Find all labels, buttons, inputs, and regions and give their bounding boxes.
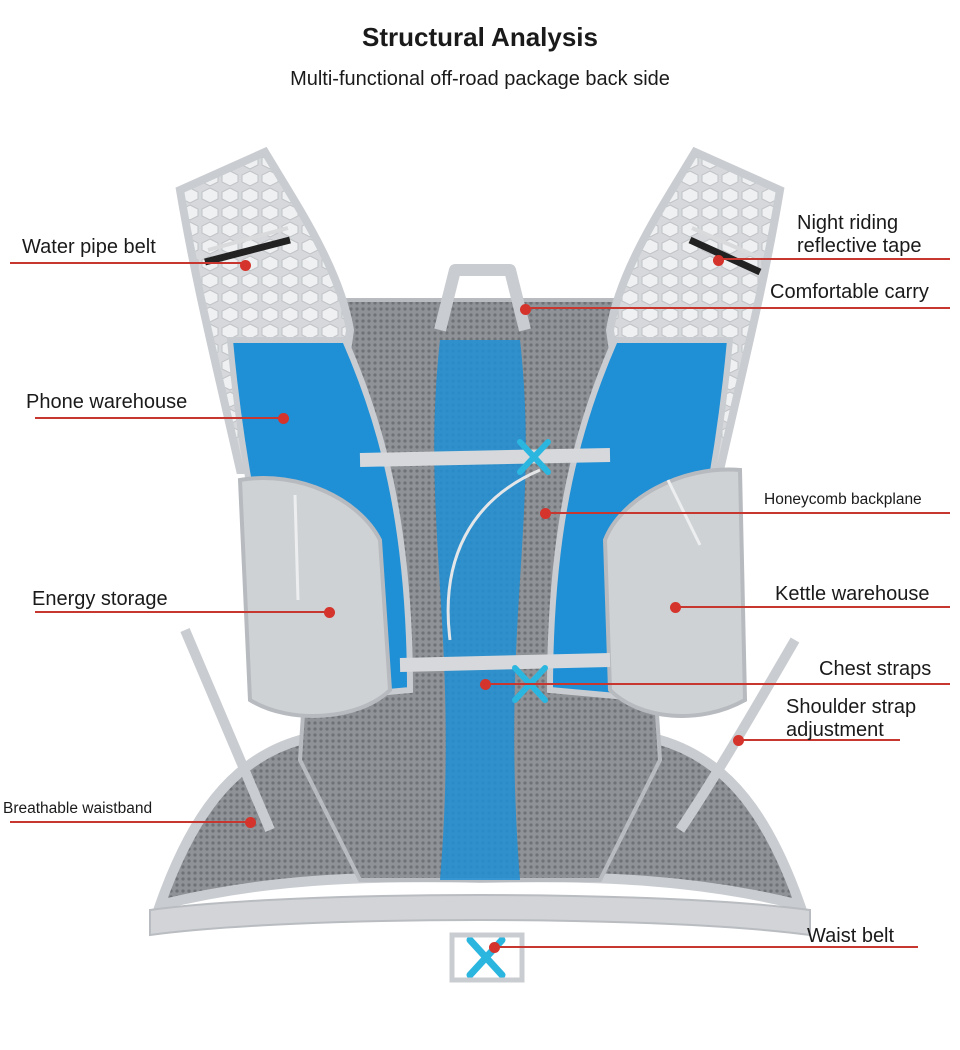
label-shoulder-strap-2: adjustment	[786, 719, 884, 741]
upper-chest-strap	[359, 448, 611, 467]
label-chest-straps: Chest straps	[819, 658, 932, 680]
lower-chest-strap	[399, 653, 611, 672]
dot-water-pipe-belt	[239, 259, 251, 271]
dot-shoulder-strap	[732, 734, 744, 746]
label-breathable-waistband: Breathable waistband	[3, 800, 153, 817]
dot-chest-straps	[479, 678, 491, 690]
waist-buckle-frame	[449, 932, 525, 983]
label-shoulder-strap: Shoulder strap	[786, 696, 917, 718]
page-title: Structural Analysis	[361, 22, 598, 52]
dot-waist-belt	[488, 941, 500, 953]
label-comfortable-carry: Comfortable carry	[770, 281, 929, 303]
label-honeycomb-backplane: Honeycomb backplane	[764, 491, 922, 508]
leader-waist-belt	[494, 946, 918, 948]
page-subtitle: Multi-functional off-road package back s…	[290, 68, 670, 90]
left-reflective-tape-2	[207, 226, 289, 252]
leader-honeycomb-backplane	[545, 512, 950, 514]
center-stripe-shape	[434, 340, 526, 880]
top-handle	[434, 264, 531, 332]
label-energy-storage: Energy storage	[32, 588, 168, 610]
left-reflective-tape	[204, 236, 291, 266]
dot-phone-warehouse	[277, 412, 289, 424]
label-kettle-warehouse: Kettle warehouse	[775, 583, 930, 605]
dot-comfortable-carry	[519, 303, 531, 315]
leader-shoulder-strap	[738, 739, 900, 741]
leader-comfortable-carry	[525, 307, 950, 309]
dot-breathable-waistband	[244, 816, 256, 828]
waist-belt-shape	[149, 894, 811, 937]
dot-energy-storage	[323, 606, 335, 618]
dot-kettle-warehouse	[669, 601, 681, 613]
left-bottle-pocket	[237, 476, 393, 718]
label-phone-warehouse: Phone warehouse	[26, 391, 188, 413]
label-night-riding-2: reflective tape	[797, 235, 922, 257]
dot-honeycomb-backplane	[539, 507, 551, 519]
leader-kettle-warehouse	[675, 606, 950, 608]
label-water-pipe-belt: Water pipe belt	[22, 236, 156, 258]
label-night-riding: Night riding	[797, 212, 899, 234]
right-bottle-pocket	[602, 467, 748, 718]
hose-string	[446, 468, 541, 641]
leader-phone-warehouse	[35, 417, 283, 419]
right-reflective-tape-2	[691, 226, 761, 260]
left-string	[293, 494, 300, 601]
leader-chest-straps	[485, 683, 950, 685]
leader-breathable-waistband	[10, 821, 250, 823]
leader-energy-storage	[35, 611, 329, 613]
leader-night-riding	[718, 258, 950, 260]
leader-water-pipe-belt	[10, 262, 245, 264]
label-waist-belt: Waist belt	[807, 925, 895, 947]
right-reflective-tape	[688, 236, 762, 276]
upper-buckle	[517, 439, 551, 475]
left-adjust-strap	[180, 628, 275, 832]
dot-night-riding	[712, 254, 724, 266]
